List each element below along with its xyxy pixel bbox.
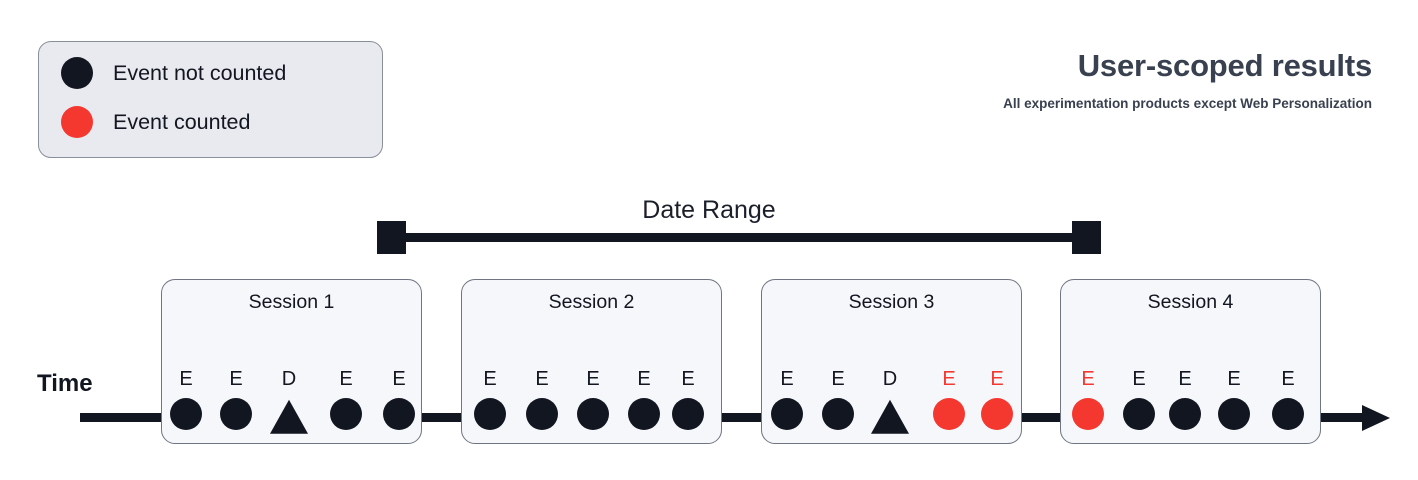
event-marker-label: E [1081,368,1095,390]
circle-marker-icon [220,398,252,430]
circle-marker-icon [61,57,93,89]
session-title: Session 3 [848,291,935,313]
circle-marker-icon [1072,398,1104,430]
circle-marker-icon [628,398,660,430]
circle-marker-icon [1169,398,1201,430]
circle-marker-icon [933,398,965,430]
event-marker-label: E [780,368,794,390]
header-block: User-scoped results All experimentation … [1003,48,1372,111]
event-marker-label: E [681,368,695,390]
date-range-bar [391,233,1081,242]
circle-marker-icon [61,106,93,138]
circle-marker-icon [822,398,854,430]
date-range-start-handle [377,221,406,254]
page-subtitle: All experimentation products except Web … [1003,95,1372,111]
event-marker-label: E [831,368,845,390]
time-axis-label: Time [37,370,93,397]
legend-item-label: Event counted [113,109,251,134]
event-marker-label: E [229,368,243,390]
event-marker-label: D [882,368,898,390]
event-marker-label: E [637,368,651,390]
legend-panel: Event not counted Event counted [38,41,383,158]
circle-marker-icon [526,398,558,430]
session-title: Session 1 [248,291,335,313]
circle-marker-icon [1272,398,1304,430]
session-title: Session 4 [1147,291,1234,313]
event-marker-label: D [281,368,297,390]
triangle-marker-icon [270,399,308,434]
circle-marker-icon [330,398,362,430]
event-marker-label: E [1281,368,1295,390]
session-box: Session 4 E E E E E [1060,279,1321,444]
event-marker-label: E [586,368,600,390]
date-range-end-handle [1072,221,1101,254]
event-marker-label: E [179,368,193,390]
event-marker-label: E [535,368,549,390]
circle-marker-icon [1218,398,1250,430]
event-marker-label: E [1178,368,1192,390]
event-marker-label: E [942,368,956,390]
circle-marker-icon [981,398,1013,430]
event-marker-label: E [392,368,406,390]
circle-marker-icon [474,398,506,430]
circle-marker-icon [577,398,609,430]
session-box: Session 2 E E E E E [461,279,722,444]
event-marker-label: E [483,368,497,390]
circle-marker-icon [672,398,704,430]
circle-marker-icon [1123,398,1155,430]
triangle-marker-icon [871,399,909,434]
date-range-label: Date Range [642,196,776,224]
session-title: Session 2 [548,291,635,313]
event-marker-label: E [339,368,353,390]
session-box: Session 3 E E D E E [761,279,1022,444]
session-box: Session 1 E E D E E [161,279,422,444]
circle-marker-icon [170,398,202,430]
legend-item-event-counted: Event counted [61,106,250,138]
event-marker-label: E [1227,368,1241,390]
circle-marker-icon [771,398,803,430]
legend-item-label: Event not counted [113,60,287,85]
arrow-right-icon [1362,404,1390,431]
circle-marker-icon [383,398,415,430]
time-axis-line [80,413,1370,422]
event-marker-label: E [990,368,1004,390]
legend-item-event-not-counted: Event not counted [61,57,286,89]
event-marker-label: E [1132,368,1146,390]
page-title: User-scoped results [1077,48,1372,83]
